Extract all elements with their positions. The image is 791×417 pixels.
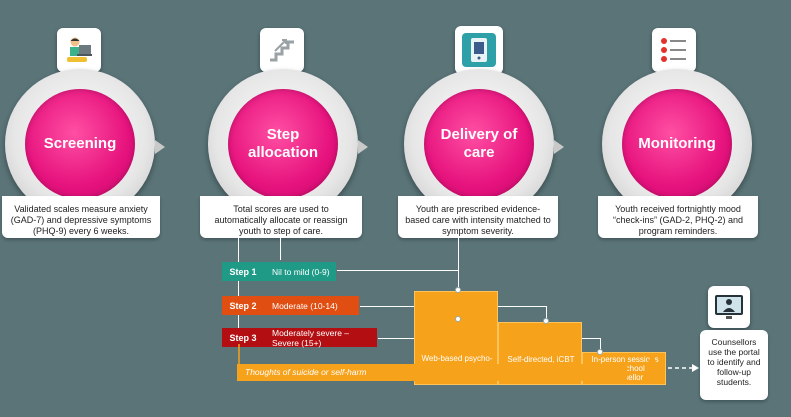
stage-description: Validated scales measure anxiety (GAD-7)… (2, 196, 160, 238)
arrow-connector (554, 140, 564, 154)
checklist-icon (652, 28, 696, 72)
dashed-arrow (668, 364, 699, 372)
step-2-label: Step 2 (222, 296, 264, 315)
counsellor-description: Counsellors use the portal to identify a… (700, 330, 768, 400)
connector-dot (455, 287, 461, 293)
connector-dot (455, 316, 461, 322)
connector-line (238, 238, 239, 346)
connector-line (280, 238, 281, 260)
stage-title: Step allocation (228, 89, 338, 199)
step-2-desc: Moderate (10-14) (264, 296, 359, 315)
step-3-label: Step 3 (222, 328, 264, 347)
stage-title: Delivery of care (424, 89, 534, 199)
stage-screening: Screening (5, 69, 155, 219)
connector-dot (597, 349, 603, 355)
step-3-desc: Moderately severe – Severe (15+) (264, 328, 377, 348)
connector-line (337, 270, 458, 271)
arrow-connector (155, 140, 165, 154)
connector-line (546, 306, 547, 322)
stage-description: Total scores are used to automatically a… (200, 196, 362, 238)
stage-delivery-of-care: Delivery of care (404, 69, 554, 219)
stage-description: Youth are prescribed evidence-based care… (398, 196, 558, 238)
stairs-icon (260, 28, 304, 72)
person-laptop-icon (57, 28, 101, 72)
step-1-label: Step 1 (222, 262, 264, 281)
stage-monitoring: Monitoring (602, 69, 752, 219)
connector-dot (543, 318, 549, 324)
suicide-self-harm-bar: Thoughts of suicide or self-harm (237, 364, 627, 381)
arrow-connector (358, 140, 368, 154)
stage-description: Youth received fortnightly mood “check-i… (598, 196, 758, 238)
phone-screen-icon (455, 26, 503, 74)
counsellor-computer-icon (708, 286, 750, 328)
connector-line (458, 238, 459, 293)
step-1-desc: Nil to mild (0-9) (264, 262, 336, 281)
stage-title: Monitoring (622, 89, 732, 199)
stage-step-allocation: Step allocation (208, 69, 358, 219)
connector-line (600, 338, 601, 352)
stage-title: Screening (25, 89, 135, 199)
